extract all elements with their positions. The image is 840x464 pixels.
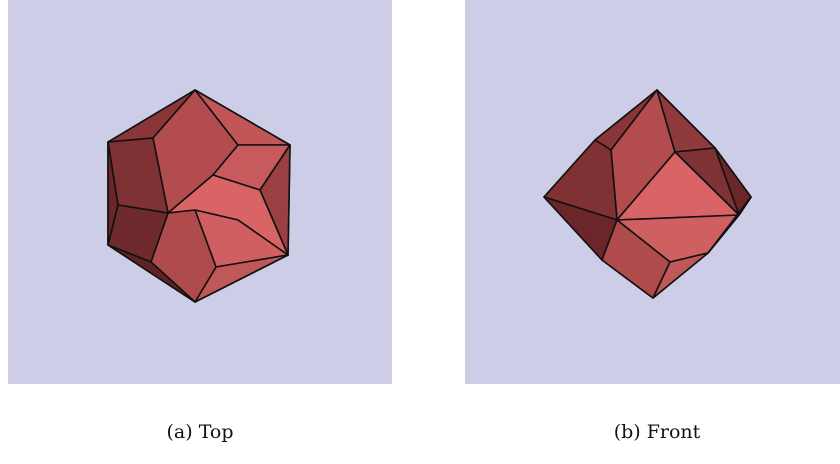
top-view-polyhedron bbox=[107, 89, 291, 303]
face bbox=[707, 196, 752, 254]
caption-front: (b) Front bbox=[613, 421, 701, 443]
caption-top: (a) Top bbox=[166, 421, 234, 443]
front-view-panel bbox=[465, 0, 840, 384]
top-view-panel bbox=[8, 0, 392, 384]
face bbox=[107, 244, 196, 303]
front-view-polyhedron bbox=[543, 89, 752, 299]
